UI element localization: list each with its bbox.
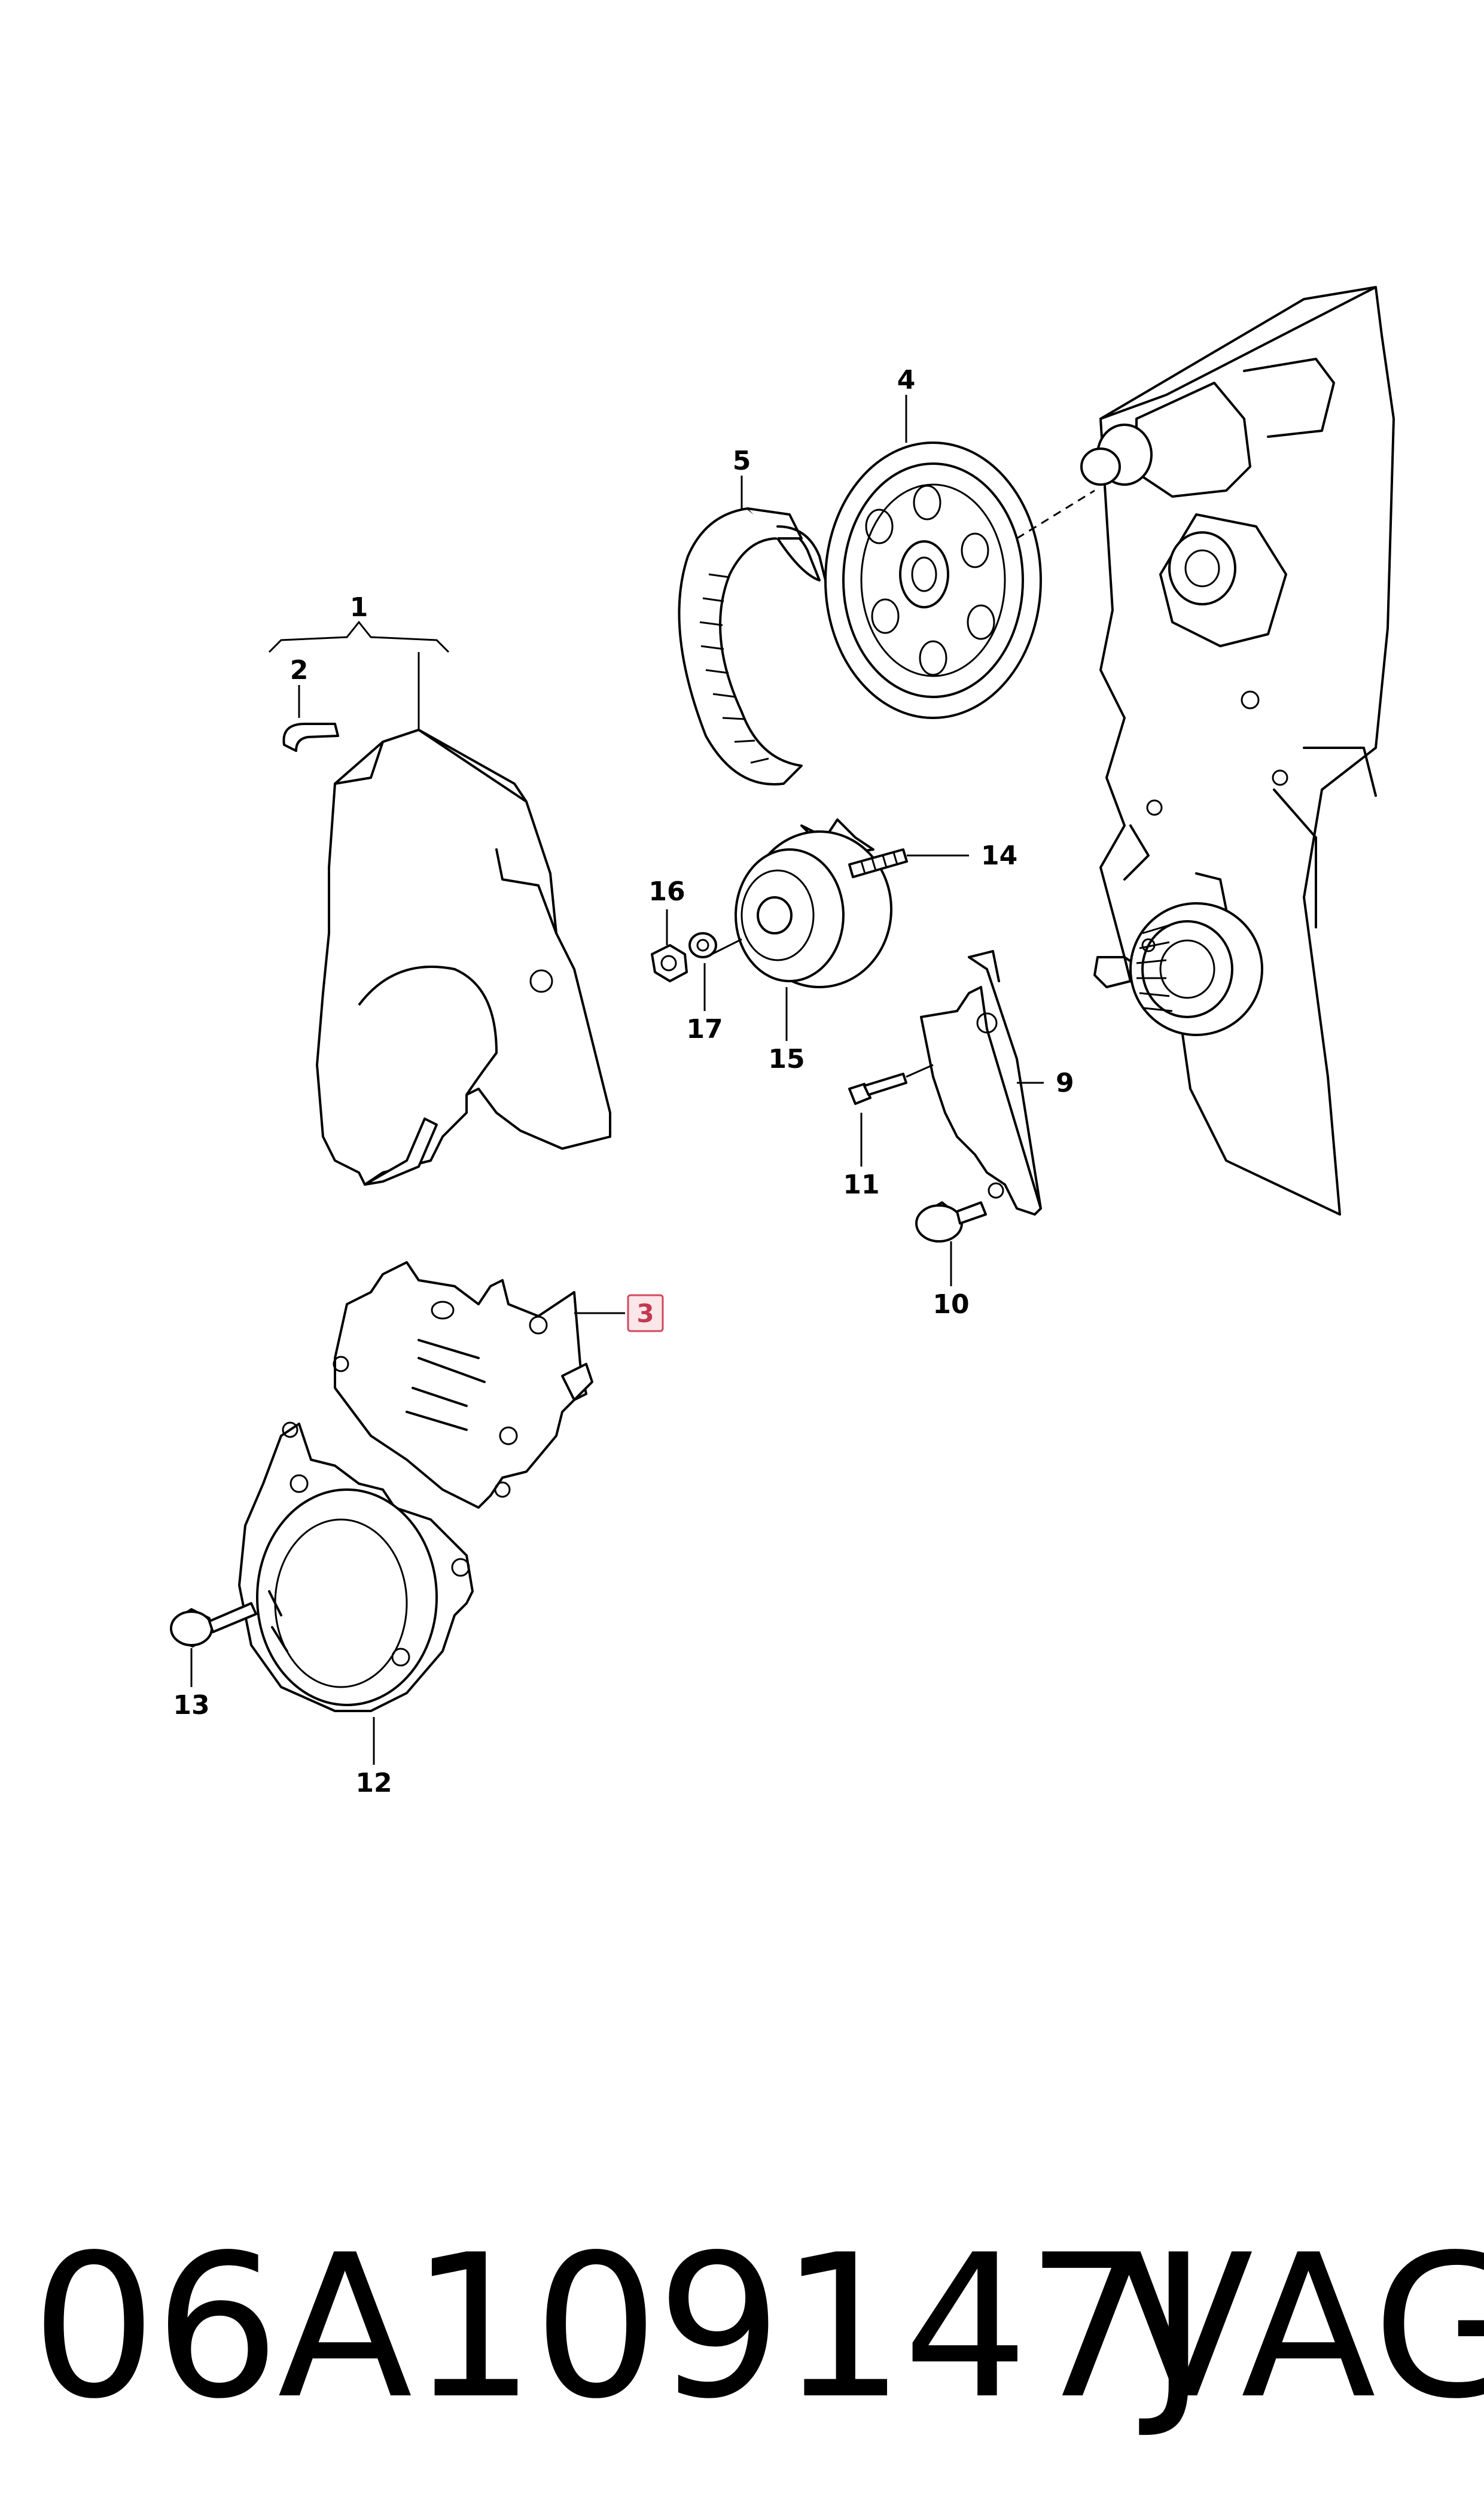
callout-11: 11 xyxy=(843,1170,879,1200)
callout-3-highlight[interactable]: 3 xyxy=(627,1294,664,1332)
bolt-10 xyxy=(915,1201,987,1243)
callout-labels: 1 2 4 5 14 16 17 15 9 11 10 13 12 3 xyxy=(173,365,1074,1798)
callout-13: 13 xyxy=(173,1690,209,1721)
callout-3: 3 xyxy=(636,1299,654,1328)
callout-1: 1 xyxy=(350,592,368,623)
brand-label: VAG xyxy=(1119,2212,1484,2442)
rear-cover-9 xyxy=(920,950,1042,1216)
tensioner-pulley xyxy=(705,818,892,988)
engine-block xyxy=(1080,286,1395,1216)
leader-lines xyxy=(190,395,1044,1765)
part-number: 06A109147J xyxy=(31,2212,1208,2442)
timing-belt xyxy=(678,507,827,785)
callout-17: 17 xyxy=(686,1014,723,1045)
callout-10: 10 xyxy=(933,1289,969,1320)
callout-2: 2 xyxy=(290,655,309,686)
bolt-11 xyxy=(848,1064,934,1105)
callout-4: 4 xyxy=(897,365,916,395)
bolt-13 xyxy=(170,1602,257,1648)
lower-cover-12 xyxy=(238,1421,474,1712)
callout-5: 5 xyxy=(733,446,751,476)
callout-14: 14 xyxy=(981,841,1017,871)
nut-16 xyxy=(651,944,688,982)
highlight-box xyxy=(627,1294,664,1332)
camshaft-gear xyxy=(824,442,1095,719)
washer-17 xyxy=(688,932,717,958)
callout-15: 15 xyxy=(768,1044,805,1074)
callout-12: 12 xyxy=(355,1768,392,1798)
clip-2 xyxy=(282,723,339,752)
center-cover-3 xyxy=(333,1261,593,1509)
stud-14 xyxy=(848,848,908,878)
upper-front-cover xyxy=(316,729,611,1186)
callout-16: 16 xyxy=(648,876,685,907)
callout-9: 9 xyxy=(1056,1068,1074,1098)
